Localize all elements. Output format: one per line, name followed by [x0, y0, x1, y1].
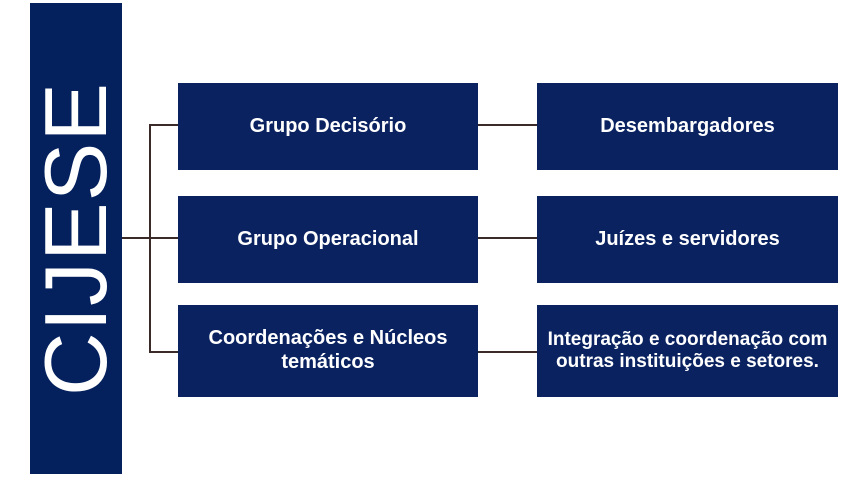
node-desembargadores-label: Desembargadores: [600, 114, 775, 137]
root-node-label: CIJESE: [26, 81, 125, 396]
connector-branch-row-2: [149, 237, 179, 239]
connector-link-row-3: [478, 351, 537, 353]
node-desembargadores: Desembargadores: [537, 83, 838, 170]
connector-link-row-1: [478, 124, 537, 126]
node-integracao-e-coordenacao-label: Integração e coordenação com outras inst…: [547, 328, 828, 372]
node-coordenacoes-e-nucleos-tematicos-label: Coordenações e Núcleos temáticos: [208, 327, 448, 373]
connector-link-row-2: [478, 237, 537, 239]
node-juizes-e-servidores: Juízes e servidores: [537, 196, 838, 283]
connector-branch-row-3: [149, 351, 179, 353]
node-grupo-operacional-label: Grupo Operacional: [237, 227, 419, 250]
node-integracao-e-coordenacao: Integração e coordenação com outras inst…: [537, 305, 838, 397]
connector-branch-row-1: [149, 124, 179, 126]
connector-root-stem: [122, 237, 150, 239]
node-coordenacoes-e-nucleos-tematicos: Coordenações e Núcleos temáticos: [178, 305, 478, 397]
node-grupo-decisorio-label: Grupo Decisório: [249, 114, 407, 137]
node-grupo-decisorio: Grupo Decisório: [178, 83, 478, 170]
root-node-cijese: CIJESE: [26, 3, 125, 474]
node-grupo-operacional: Grupo Operacional: [178, 196, 478, 283]
node-juizes-e-servidores-label: Juízes e servidores: [595, 227, 780, 250]
